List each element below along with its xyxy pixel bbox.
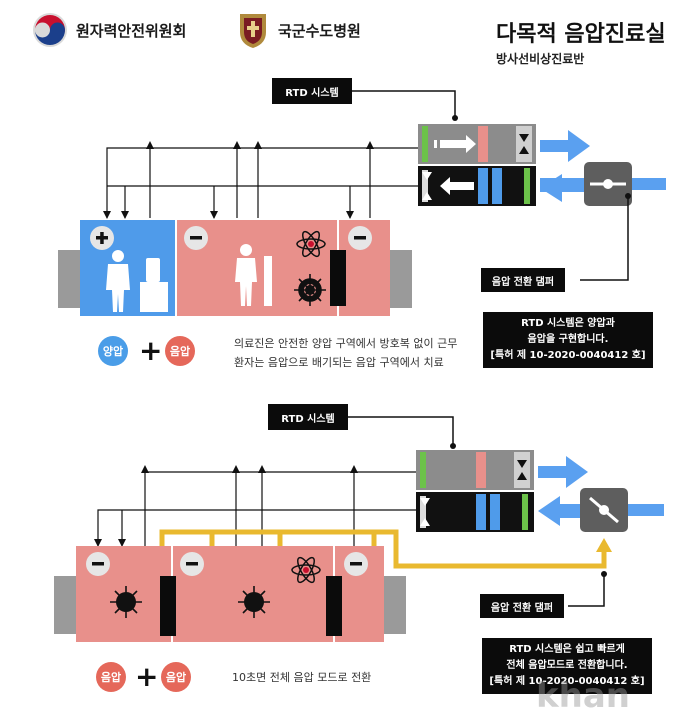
- diagram-bottom: [54, 416, 664, 642]
- page-title: 다목적 음압진료실: [496, 22, 666, 47]
- rtd-label-top: RTD 시스템: [272, 78, 352, 104]
- info-line: 음압을 구현합니다.: [527, 334, 609, 345]
- damper-label-top: 음압 전환 댐퍼: [481, 268, 565, 292]
- caption-line: 환자는 음압으로 배기되는 음압 구역에서 치료: [234, 356, 444, 369]
- caption-bottom: 10초면 전체 음압 모드로 전환: [232, 671, 372, 684]
- info-line: RTD 시스템은 쉽고 빠르게: [509, 644, 625, 655]
- taegeuk-logo-icon: [33, 13, 67, 47]
- legend-positive-pill: 양압: [98, 336, 128, 366]
- legend-negative-pill-right: 음압: [161, 662, 191, 692]
- header: 원자력안전위원회 국군수도병원 다목적 음압진료실 방사선비상진료반: [0, 0, 680, 80]
- info-line: RTD 시스템은 양압과: [521, 318, 615, 329]
- legend-negative-pill: 음압: [165, 336, 195, 366]
- info-box-bottom: RTD 시스템은 쉽고 빠르게 전체 음압모드로 전환합니다. [특허 제 10…: [482, 638, 652, 694]
- hospital-emblem-icon: [240, 14, 266, 48]
- rtd-label-bottom: RTD 시스템: [268, 404, 348, 430]
- diagram-top: [58, 90, 666, 316]
- info-line: [특허 제 10-2020-0040412 호]: [490, 350, 646, 361]
- legend-plus-sign: +: [139, 334, 163, 367]
- info-box-top: RTD 시스템은 양압과 음압을 구현합니다. [특허 제 10-2020-00…: [483, 312, 653, 368]
- damper-label-bottom: 음압 전환 댐퍼: [480, 594, 564, 618]
- caption-line: 의료진은 안전한 양압 구역에서 방호복 없이 근무: [234, 337, 458, 350]
- info-line: 전체 음압모드로 전환합니다.: [506, 660, 628, 671]
- page-subtitle: 방사선비상진료반: [496, 52, 585, 66]
- legend-plus-sign: +: [135, 660, 159, 693]
- legend-negative-pill-left: 음압: [96, 662, 126, 692]
- org2-name: 국군수도병원: [278, 22, 361, 40]
- caption-top: 의료진은 안전한 양압 구역에서 방호복 없이 근무 환자는 음압으로 배기되는…: [234, 334, 457, 372]
- info-line: [특허 제 10-2020-0040412 호]: [489, 676, 645, 687]
- watermark: khan: [536, 676, 630, 716]
- org1-name: 원자력안전위원회: [76, 22, 187, 40]
